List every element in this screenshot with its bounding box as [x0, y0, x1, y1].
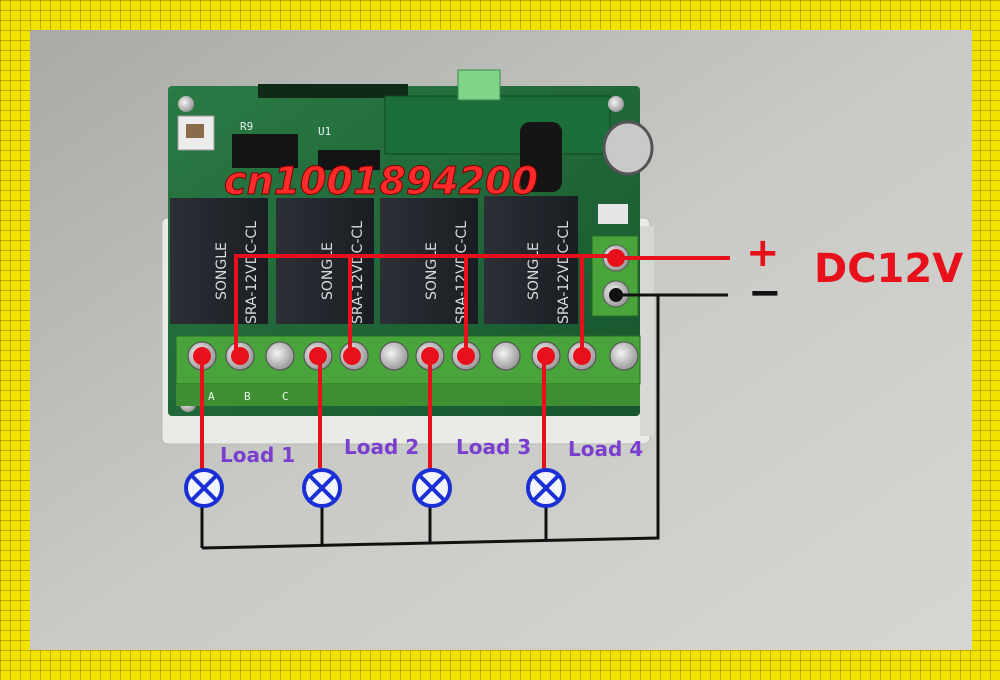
load-3-label: Load 3: [456, 435, 531, 459]
lamps: [184, 468, 566, 508]
lamp-3-icon: [412, 468, 452, 508]
lamp-4-icon: [526, 468, 566, 508]
negative-sign: −: [748, 270, 782, 316]
relay-brand: SONGLE: [214, 242, 230, 300]
mount-screw-icon: [178, 96, 194, 112]
negative-junction: [609, 288, 623, 302]
power-terminal-block: [591, 235, 639, 317]
silk-r9: R9: [240, 120, 253, 133]
relay: SONGLE SRA-12VDC-CL: [170, 198, 268, 324]
relay-brand: SONGLE: [424, 242, 440, 300]
silk-terminal-a: A: [208, 390, 215, 403]
output-terminal-blocks: A B C: [175, 335, 641, 406]
load-4-label: Load 4: [568, 437, 643, 461]
mount-screw-icon: [608, 96, 624, 112]
load-1-label: Load 1: [220, 443, 295, 467]
silk-terminal-b: B: [244, 390, 251, 403]
positive-sign: +: [746, 230, 780, 276]
relay-brand: SONGLE: [526, 242, 542, 300]
relay: SONGLE SRA-12VDC-CL: [276, 198, 374, 324]
relay-model: SRA-12VDC-CL: [350, 221, 366, 324]
pcb-components: R9 U1: [177, 69, 654, 412]
lamp-2-icon: [302, 468, 342, 508]
negative-wiring: [200, 293, 728, 550]
relay-bank: SONGLE SRA-12VDC-CL SONGLE SRA-12VDC-CL …: [170, 196, 578, 324]
positive-junctions: [193, 249, 625, 365]
relay: SONGLE SRA-12VDC-CL: [380, 198, 478, 324]
watermark-text: cn1001894200: [224, 159, 538, 203]
relay: SONGLE SRA-12VDC-CL: [484, 196, 578, 324]
relay-brand: SONGLE: [320, 242, 336, 300]
silk-u1: U1: [318, 125, 331, 138]
lamp-1-icon: [184, 468, 224, 508]
relay-model: SRA-12VDC-CL: [244, 221, 260, 324]
load-2-label: Load 2: [344, 435, 419, 459]
relay-model: SRA-12VDC-CL: [556, 221, 572, 324]
voltage-label: DC12V: [814, 246, 963, 292]
enclosure-side: [640, 226, 654, 436]
silk-terminal-c: C: [282, 390, 289, 403]
